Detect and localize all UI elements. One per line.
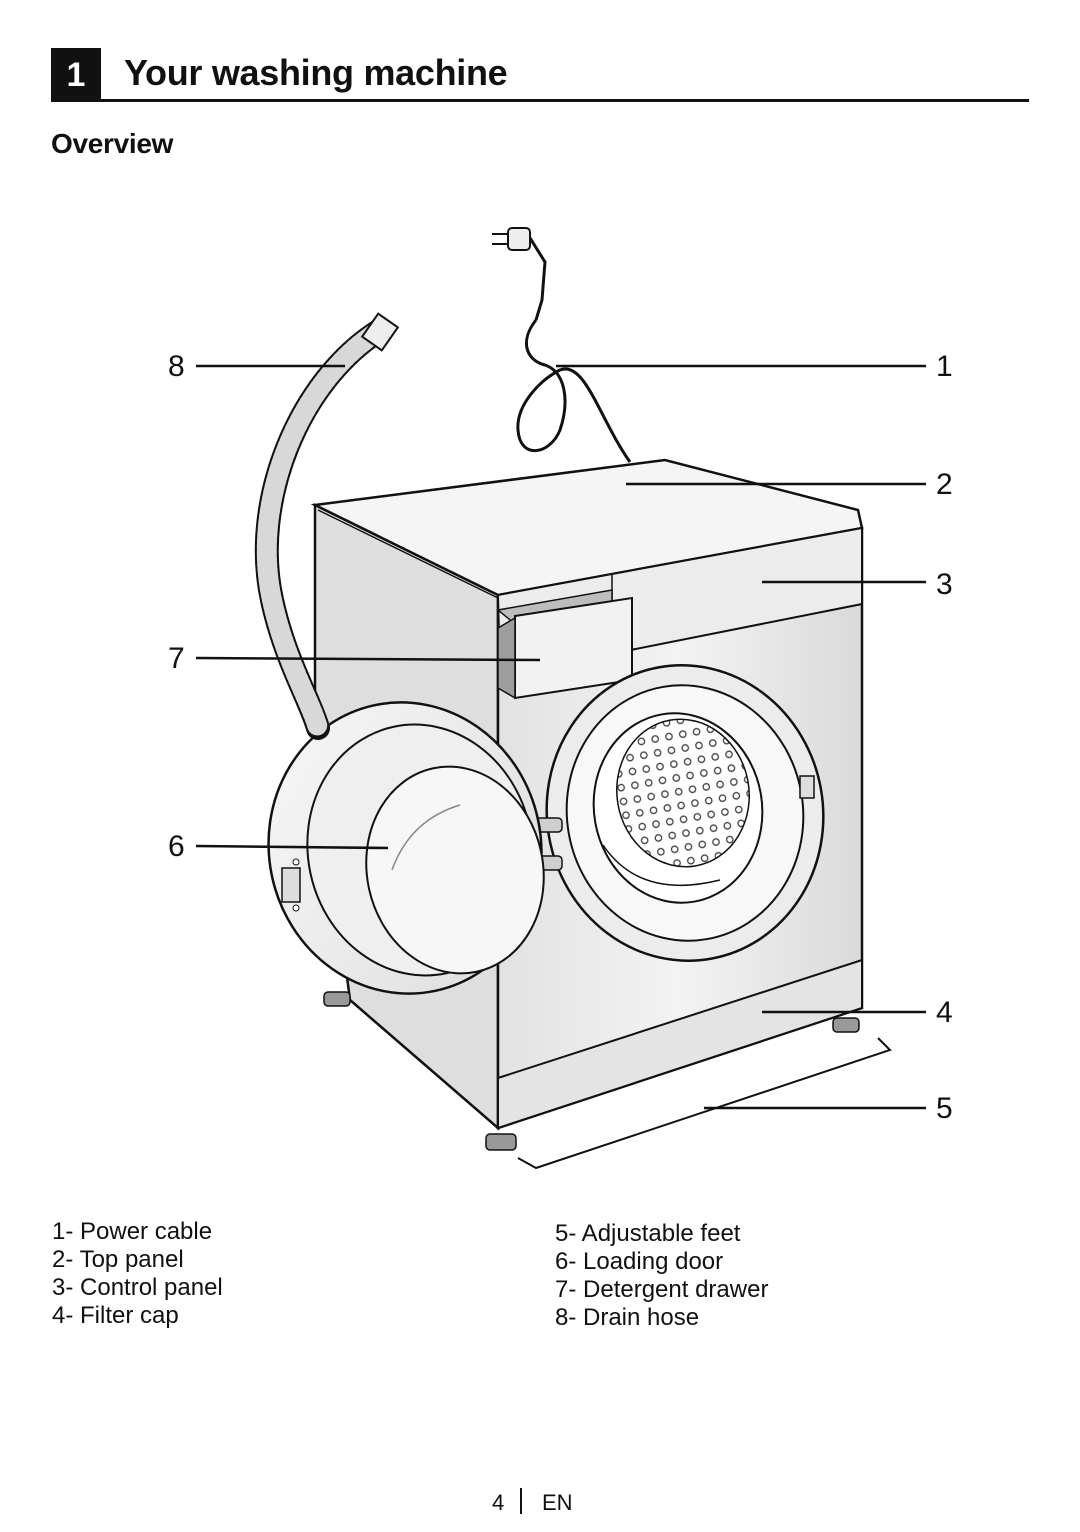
callout-6: 6 bbox=[168, 830, 185, 863]
legend-item: 7- Detergent drawer bbox=[555, 1276, 769, 1303]
drum-opening bbox=[545, 664, 825, 962]
page-footer: 4 EN bbox=[0, 1488, 1080, 1518]
callout-1: 1 bbox=[936, 350, 953, 383]
top-panel bbox=[310, 458, 864, 597]
chapter-number: 1 bbox=[66, 55, 86, 94]
detergent-drawer bbox=[496, 589, 633, 700]
chapter-number-box: 1 bbox=[51, 48, 101, 102]
drain-hose bbox=[254, 312, 400, 740]
legend-item: 6- Loading door bbox=[555, 1248, 724, 1275]
language-code: EN bbox=[542, 1490, 573, 1515]
callout-5: 5 bbox=[936, 1092, 953, 1125]
legend-item: 1- Power cable bbox=[52, 1218, 213, 1245]
chapter-title: Your washing machine bbox=[124, 52, 508, 93]
footer-separator bbox=[520, 1488, 522, 1514]
title-underline bbox=[101, 99, 1029, 102]
adjustable-feet bbox=[323, 991, 860, 1151]
callout-3: 3 bbox=[936, 568, 953, 601]
washing-machine-diagram: 1 2 3 4 5 6 7 8 bbox=[168, 227, 953, 1170]
leader-lines bbox=[195, 364, 926, 1110]
legend-item: 5- Adjustable feet bbox=[555, 1220, 741, 1247]
power-cable bbox=[492, 227, 632, 463]
legend-left: 1- Power cable 2- Top panel 3- Control p… bbox=[52, 1218, 223, 1330]
section-title: Overview bbox=[51, 128, 174, 159]
filter-cap-strip bbox=[497, 958, 863, 1130]
page-number: 4 bbox=[492, 1490, 505, 1515]
callout-4: 4 bbox=[936, 996, 953, 1029]
callout-2: 2 bbox=[936, 468, 953, 501]
legend-item: 8- Drain hose bbox=[555, 1304, 700, 1331]
callout-8: 8 bbox=[168, 350, 185, 383]
legend-item: 2- Top panel bbox=[52, 1246, 184, 1273]
legend-item: 3- Control panel bbox=[52, 1274, 223, 1301]
legend-right: 5- Adjustable feet 6- Loading door 7- De… bbox=[555, 1220, 768, 1332]
legend-item: 4- Filter cap bbox=[52, 1302, 179, 1329]
loading-door bbox=[267, 701, 545, 995]
callout-7: 7 bbox=[168, 642, 185, 675]
